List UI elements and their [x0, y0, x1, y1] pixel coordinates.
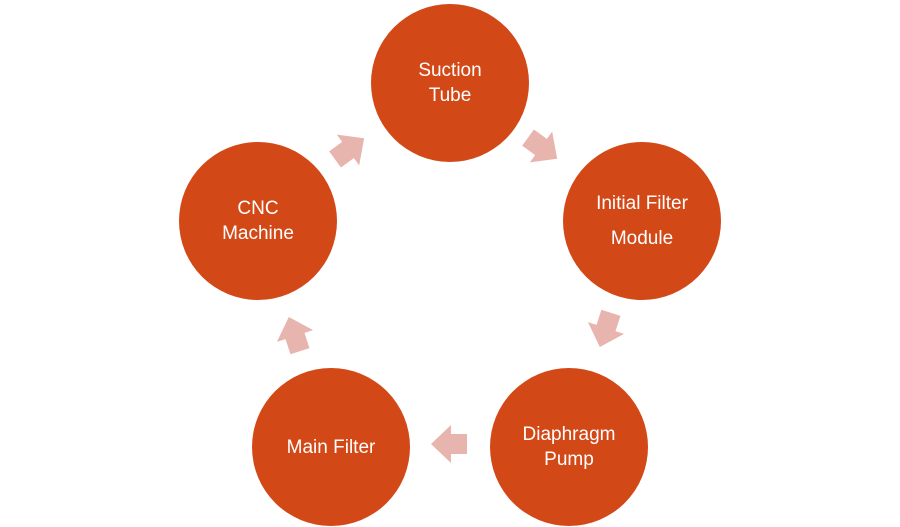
arrow-main-filter-to-cnc-machine [276, 316, 314, 355]
node-label-line: Machine [222, 223, 294, 244]
arrow-cnc-machine-to-suction-tube [329, 134, 365, 168]
node-label-line: Pump [544, 449, 594, 470]
node-diaphragm-pump: Diaphragm Pump [490, 368, 648, 526]
arrow-diaphragm-pump-to-main-filter [431, 425, 467, 463]
node-cnc-machine: CNC Machine [179, 142, 337, 300]
node-label-line: Main Filter [286, 436, 376, 458]
node-label-line: Module [610, 228, 674, 249]
node-label-line: Initial Filter [596, 193, 688, 214]
node-suction-tube: Suction Tube [371, 4, 529, 162]
node-label-line: Suction [418, 60, 482, 81]
node-initial-filter-module: Initial Filter Module [563, 142, 721, 300]
node-main-filter: Main Filter [252, 368, 410, 526]
arrow-suction-tube-to-initial-filter [522, 129, 558, 163]
node-label-line: Tube [428, 85, 472, 106]
arrow-initial-filter-to-diaphragm-pump [587, 309, 625, 348]
node-label-line: Diaphragm [522, 424, 616, 445]
node-label-line: CNC [237, 198, 279, 219]
